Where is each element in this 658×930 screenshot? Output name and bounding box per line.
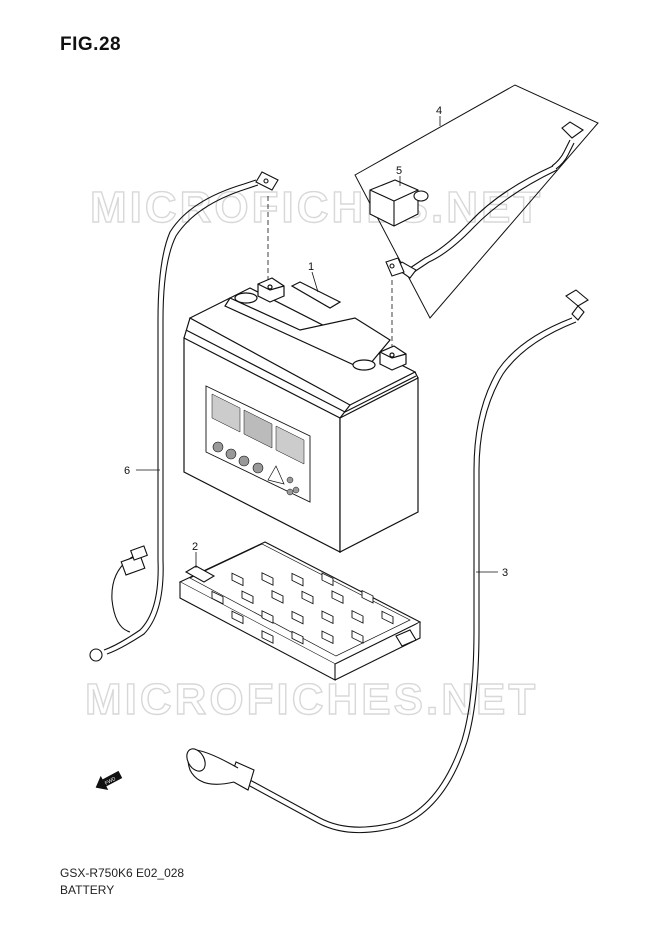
section-name: BATTERY — [60, 883, 115, 897]
fwd-arrow-icon: FWD — [95, 770, 123, 790]
callout-2: 2 — [192, 541, 198, 553]
callout-3: 3 — [502, 567, 508, 579]
fwd-label: FWD — [104, 776, 117, 787]
part-2-battery-tray[interactable] — [178, 541, 422, 681]
callout-6: 6 — [124, 465, 130, 477]
part-4-negative-lead[interactable] — [385, 121, 584, 279]
watermark-top: MICROFICHES.NET — [90, 183, 543, 232]
part-1-battery[interactable] — [183, 277, 419, 553]
watermark-bottom: MICROFICHES.NET — [85, 675, 538, 724]
part-3-cable[interactable] — [183, 289, 589, 834]
part-6-positive-lead[interactable] — [89, 171, 279, 662]
callout-4: 4 — [436, 105, 442, 117]
model-code: GSX-R750K6 E02_028 — [60, 866, 185, 880]
part-5-terminal-cover[interactable] — [369, 179, 429, 227]
callout-leaders — [136, 116, 498, 573]
callout-5: 5 — [396, 165, 402, 177]
callout-1: 1 — [308, 261, 314, 273]
figure-title: FIG.28 — [60, 34, 122, 55]
